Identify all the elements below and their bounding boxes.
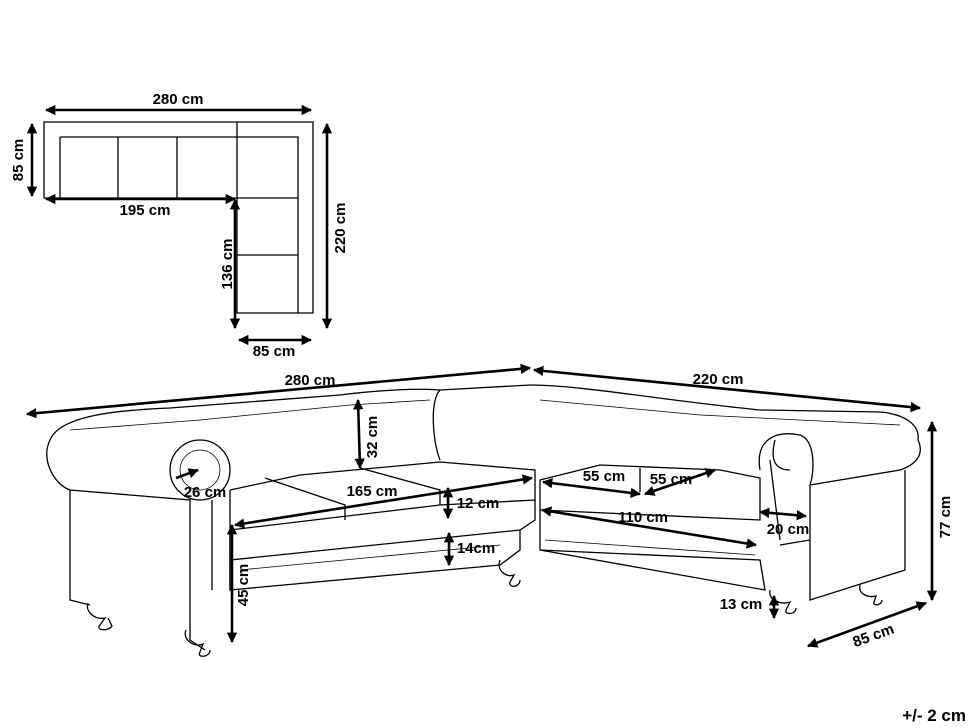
corner-seat-b-label: 55 cm bbox=[650, 471, 693, 488]
top-total-depth-label: 220 cm bbox=[332, 203, 349, 254]
sofa-right-width-label: 220 cm bbox=[693, 371, 744, 388]
seat-height-label: 45 cm bbox=[235, 564, 252, 607]
leg-height-label: 13 cm bbox=[720, 596, 763, 613]
corner-seat-a-label: 55 cm bbox=[583, 468, 626, 485]
top-view-plan bbox=[43, 121, 314, 314]
sofa-dimension-lines bbox=[25, 363, 938, 648]
top-left-depth-label: 85 cm bbox=[10, 139, 27, 182]
top-view-dimensions bbox=[26, 104, 333, 346]
arm-width-label: 26 cm bbox=[184, 484, 227, 501]
top-inner-length-label: 195 cm bbox=[120, 202, 171, 219]
right-seat-length-label: 110 cm bbox=[618, 509, 668, 526]
tolerance-note: +/- 2 cm bbox=[902, 706, 966, 725]
right-arm-label: 20 cm bbox=[767, 521, 810, 538]
base-height-label: 14cm bbox=[457, 540, 495, 557]
top-inner-side-label: 136 cm bbox=[219, 239, 236, 290]
seat-cushion-label: 12 cm bbox=[457, 495, 500, 512]
back-height-label: 32 cm bbox=[364, 416, 381, 459]
seat-length-label: 165 cm bbox=[347, 483, 398, 500]
depth-label: 85 cm bbox=[851, 621, 897, 652]
top-right-depth-label: 85 cm bbox=[253, 343, 296, 360]
top-width-label: 280 cm bbox=[153, 91, 204, 108]
sofa-left-width-label: 280 cm bbox=[285, 372, 336, 389]
total-height-label: 77 cm bbox=[937, 496, 954, 539]
